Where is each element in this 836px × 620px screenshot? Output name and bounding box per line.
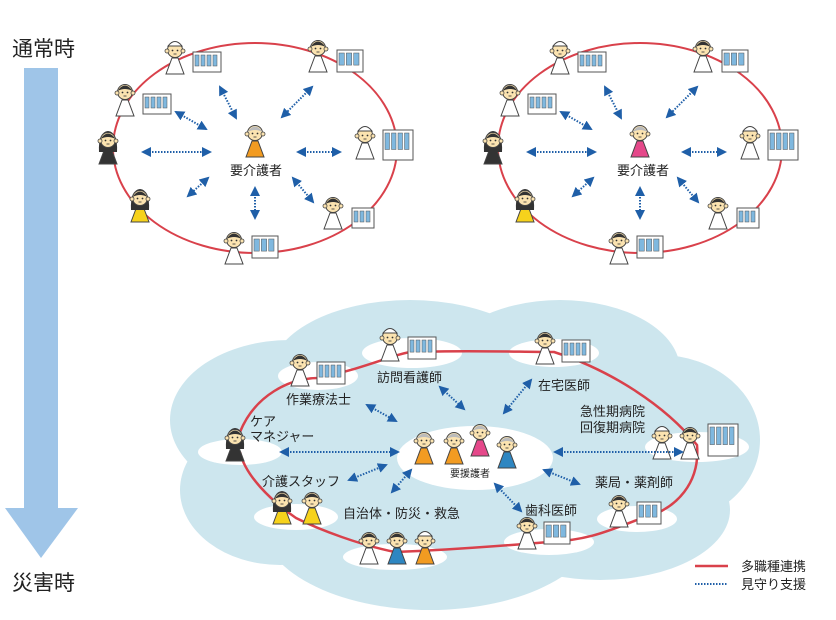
watch-arrow xyxy=(542,468,581,486)
label-care-manager-1: ケア xyxy=(250,415,276,430)
care-staff-icon xyxy=(514,189,536,223)
timeline-arrow-shaft xyxy=(24,68,58,508)
watch-arrow xyxy=(571,176,595,198)
dental-clinic-icon xyxy=(636,235,664,259)
watch-arrow xyxy=(676,176,700,204)
legend-collab-label: 多職種連携 xyxy=(741,559,806,575)
label-home-doctor: 在宅医師 xyxy=(538,379,590,394)
label-care-staff: 介護スタッフ xyxy=(262,474,340,490)
dentist-icon xyxy=(608,232,630,265)
watch-arrow xyxy=(219,85,237,120)
disaster-center-label: 要援護者 xyxy=(450,467,490,480)
normal-2-center-label: 要介護者 xyxy=(617,163,669,179)
clinic-icon xyxy=(721,49,749,73)
clinic-icon xyxy=(527,93,557,115)
clinic-icon xyxy=(142,93,172,115)
home-doctor-icon xyxy=(534,332,556,365)
pharmacy-icon xyxy=(636,501,662,525)
hospital-icon xyxy=(382,129,414,161)
watch-arrow xyxy=(291,176,315,204)
watch-arrow xyxy=(186,176,210,198)
timeline-bottom-label: 災害時 xyxy=(12,571,75,595)
watch-arrow xyxy=(174,111,208,130)
visiting-nurse-icon xyxy=(379,328,401,362)
label-pharmacy: 薬局・薬剤師 xyxy=(595,475,673,491)
hospital-staff-icon xyxy=(739,126,761,160)
pharmacist-icon xyxy=(322,197,344,230)
clinic-icon xyxy=(336,49,364,73)
label-care-manager-2: マネジャー xyxy=(250,430,314,445)
therapist-icon xyxy=(499,84,521,117)
clinic-icon xyxy=(407,336,437,360)
care-staff-icon xyxy=(301,492,323,525)
care-recipient-icon xyxy=(629,125,651,158)
care-staff-icon xyxy=(129,189,151,223)
disaster-staff-icon xyxy=(386,532,408,565)
dentist-icon xyxy=(516,517,538,550)
timeline-top-label: 通常時 xyxy=(12,37,75,61)
label-municipality: 自治体・防災・救急 xyxy=(343,506,460,522)
dental-clinic-icon xyxy=(543,521,571,545)
hospital-icon xyxy=(767,129,799,161)
watch-arrow xyxy=(559,111,593,130)
dentist-icon xyxy=(223,232,245,265)
people-layer xyxy=(97,40,799,565)
hospital-staff-icon xyxy=(354,126,376,160)
care-manager-icon xyxy=(224,428,246,462)
clinic-icon xyxy=(316,361,346,385)
hospital-doctor-icon xyxy=(679,427,701,460)
normal-1-center-label: 要介護者 xyxy=(230,163,282,179)
label-visiting-nurse: 訪問看護師 xyxy=(377,370,442,386)
nurse-icon xyxy=(164,41,186,75)
watch-arrow xyxy=(604,85,622,120)
watch-arrow xyxy=(347,463,388,482)
clinic-icon xyxy=(561,339,591,363)
pharmacist-icon xyxy=(707,197,729,230)
disaster-cloud xyxy=(170,300,760,610)
nurse-icon xyxy=(549,41,571,75)
watch-arrow xyxy=(438,385,466,411)
care-recipient-icon xyxy=(244,125,266,158)
municipality-staff-icon xyxy=(358,532,380,565)
pharmacy-icon xyxy=(351,207,375,229)
watch-arrow xyxy=(280,85,314,119)
therapist-icon xyxy=(114,84,136,117)
arrows-layer xyxy=(141,85,727,513)
care-recipient-icon xyxy=(496,436,518,469)
clinic-icon xyxy=(192,51,222,73)
dental-clinic-icon xyxy=(251,235,279,259)
care-recipient-icon xyxy=(413,432,435,465)
hospital-icon xyxy=(707,423,739,457)
doctor-icon xyxy=(307,40,329,73)
timeline: 通常時 災害時 xyxy=(5,37,78,595)
label-hospital-2: 回復期病院 xyxy=(580,420,645,436)
care-recipient-icon xyxy=(443,432,465,465)
label-hospital-1: 急性期病院 xyxy=(580,405,645,420)
legend: 多職種連携 見守り支援 xyxy=(695,559,806,593)
watch-arrow xyxy=(365,404,398,422)
label-dentist: 歯科医師 xyxy=(525,504,577,519)
occupational-therapist-icon xyxy=(289,354,311,387)
watch-arrow xyxy=(493,482,523,513)
timeline-arrow-head xyxy=(5,508,78,558)
doctor-icon xyxy=(692,40,714,73)
watch-arrow xyxy=(390,468,413,494)
care-manager-icon xyxy=(482,131,504,165)
watch-arrow xyxy=(502,378,533,415)
clinic-icon xyxy=(577,51,607,73)
watch-arrow xyxy=(665,85,699,119)
pharmacist-icon xyxy=(608,495,630,528)
care-recipient-icon xyxy=(469,424,491,457)
pharmacy-icon xyxy=(736,207,760,229)
care-manager-icon xyxy=(97,131,119,165)
label-occupational-therapist: 作業療法士 xyxy=(286,392,351,408)
legend-watch-label: 見守り支援 xyxy=(741,578,806,593)
care-staff-icon xyxy=(271,491,293,525)
rescue-staff-icon xyxy=(414,531,436,565)
